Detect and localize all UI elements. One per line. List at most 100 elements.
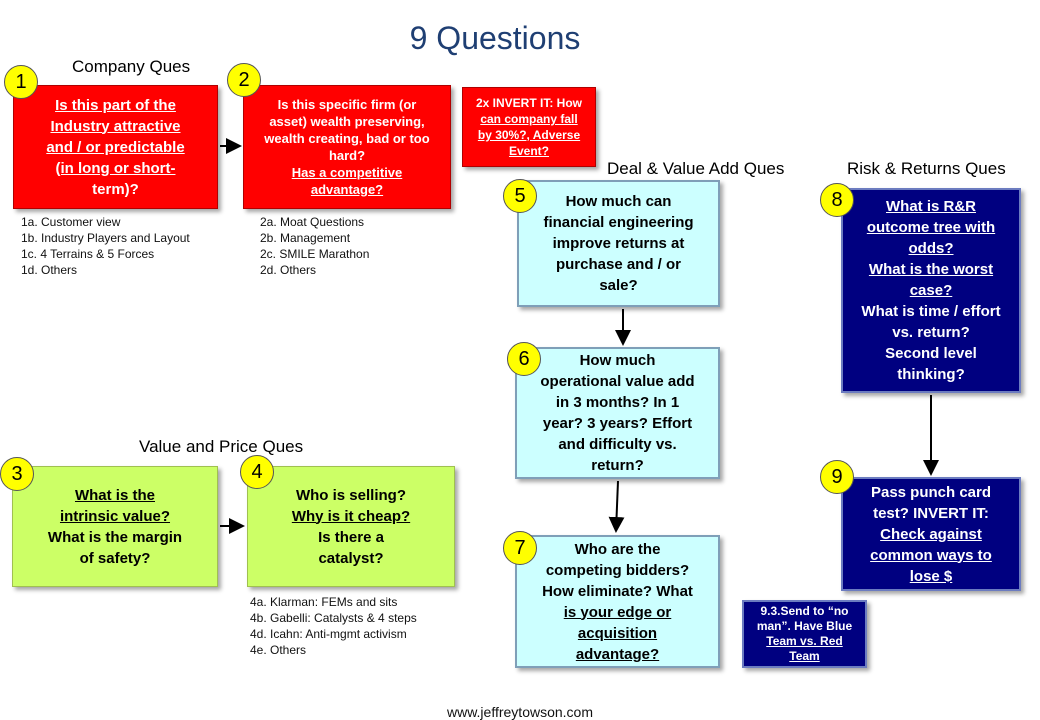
sublist-4-item: 4d. Icahn: Anti-mgmt activism bbox=[250, 627, 407, 641]
q5-line-1: How much can bbox=[565, 193, 672, 210]
question-5-box: How much can financial engineering impro… bbox=[517, 180, 720, 307]
badge-6: 6 bbox=[507, 342, 541, 376]
q7-line-4: is your edge or bbox=[563, 603, 672, 621]
sublist-1-item: 1d. Others bbox=[21, 263, 78, 277]
invert-line-2: can company fall bbox=[480, 112, 578, 126]
q2-line-4: hard? bbox=[328, 148, 366, 163]
q8-line-1: What is R&R bbox=[886, 198, 976, 215]
question-4-box: Who is selling? Why is it cheap? Is ther… bbox=[247, 466, 455, 587]
badge-7: 7 bbox=[503, 531, 537, 565]
badge-1: 1 bbox=[4, 65, 38, 99]
q1-line-4: (in long or short- bbox=[55, 159, 176, 177]
q6-line-6: return? bbox=[591, 457, 644, 474]
q4-line-2: Why is it cheap? bbox=[291, 507, 411, 525]
q8-line-9: thinking? bbox=[897, 366, 965, 383]
section-value-price-ques: Value and Price Ques bbox=[139, 437, 304, 456]
note93-line-1: 9.3.Send to “no bbox=[760, 604, 849, 618]
section-company-ques: Company Ques bbox=[72, 57, 191, 76]
q1-line-1: Is this part of the bbox=[55, 96, 176, 114]
question-2-box: Is this specific firm (or asset) wealth … bbox=[243, 85, 451, 209]
q3-line-4: of safety? bbox=[79, 549, 151, 567]
invert-line-1: 2x INVERT IT: How bbox=[475, 96, 582, 110]
arrow-6-to-7 bbox=[608, 480, 625, 533]
note93-line-4: Team bbox=[789, 649, 820, 663]
q2-line-6: advantage? bbox=[310, 182, 384, 197]
q7-line-3: How eliminate? What bbox=[542, 582, 693, 600]
q6-line-2: operational value add bbox=[540, 373, 695, 390]
footer-url: www.jeffreytowson.com bbox=[446, 704, 593, 720]
q5-line-3: improve returns at bbox=[552, 235, 685, 252]
sublist-4-item: 4a. Klarman: FEMs and sits bbox=[250, 595, 398, 609]
q9-line-1: Pass punch card bbox=[870, 483, 992, 501]
badge-9: 9 bbox=[820, 460, 854, 494]
sublist-2-item: 2d. Others bbox=[260, 263, 317, 277]
section-risk-ques: Risk & Returns Ques bbox=[847, 159, 1006, 178]
q3-line-1: What is the bbox=[74, 486, 155, 504]
q4-line-1: Who is selling? bbox=[295, 486, 406, 504]
question-1-box: Is this part of the Industry attractive … bbox=[13, 85, 218, 209]
invert-line-4: Event? bbox=[508, 144, 549, 158]
q9-line-4: common ways to bbox=[870, 546, 992, 564]
note93-line-2: man”. Have Blue bbox=[756, 619, 853, 633]
q8-line-5: case? bbox=[909, 282, 953, 299]
q5-line-2: financial engineering bbox=[543, 214, 694, 231]
q5-line-4: purchase and / or bbox=[555, 256, 682, 273]
q5-line-5: sale? bbox=[599, 277, 638, 294]
q9-line-5: lose $ bbox=[909, 567, 953, 585]
invert-line-3: by 30%?, Adverse bbox=[477, 128, 581, 142]
q6-line-3: in 3 months? In 1 bbox=[555, 394, 680, 411]
sublist-4-item: 4b. Gabelli: Catalysts & 4 steps bbox=[250, 611, 417, 625]
question-7-box: Who are the competing bidders? How elimi… bbox=[515, 535, 720, 668]
q4-line-3: Is there a bbox=[318, 528, 384, 546]
section-deal-ques: Deal & Value Add Ques bbox=[607, 159, 785, 178]
sublist-2-item: 2a. Moat Questions bbox=[260, 215, 365, 229]
q9-line-2: test? INVERT IT: bbox=[873, 504, 989, 522]
sublist-1: 1a. Customer view 1b. Industry Players a… bbox=[21, 214, 190, 278]
q2-line-1: Is this specific firm (or bbox=[277, 97, 417, 112]
q8-line-8: Second level bbox=[885, 345, 977, 362]
note-9-3-box: 9.3.Send to “no man”. Have Blue Team vs.… bbox=[742, 600, 867, 668]
note93-line-3: Team vs. Red bbox=[766, 634, 843, 648]
q8-line-3: odds? bbox=[908, 240, 954, 257]
q3-line-3: What is the margin bbox=[47, 528, 183, 546]
q9-line-3: Check against bbox=[880, 525, 982, 543]
q6-line-4: year? 3 years? Effort bbox=[542, 415, 693, 432]
q1-line-3: and / or predictable bbox=[46, 138, 185, 156]
sublist-1-item: 1c. 4 Terrains & 5 Forces bbox=[21, 247, 155, 261]
sublist-1-item: 1b. Industry Players and Layout bbox=[21, 231, 190, 245]
badge-5: 5 bbox=[503, 179, 537, 213]
q8-line-6: What is time / effort bbox=[861, 303, 1001, 320]
question-6-box: How much operational value add in 3 mont… bbox=[515, 347, 720, 479]
question-3-box: What is the intrinsic value? What is the… bbox=[12, 466, 218, 587]
badge-2: 2 bbox=[227, 63, 261, 97]
sublist-2-item: 2c. SMILE Marathon bbox=[260, 247, 370, 261]
q1-line-2: Industry attractive bbox=[50, 117, 181, 135]
invert-note-box: 2x INVERT IT: How can company fall by 30… bbox=[462, 87, 596, 167]
q6-line-5: and difficulty vs. bbox=[558, 436, 677, 453]
q2-line-5: Has a competitive bbox=[291, 165, 403, 180]
question-9-box: Pass punch card test? INVERT IT: Check a… bbox=[841, 477, 1021, 591]
badge-8: 8 bbox=[820, 183, 854, 217]
q7-line-6: advantage? bbox=[575, 645, 660, 663]
q8-line-2: outcome tree with bbox=[866, 219, 996, 236]
badge-4: 4 bbox=[240, 455, 274, 489]
q3-line-2: intrinsic value? bbox=[59, 507, 171, 525]
question-8-box: What is R&R outcome tree with odds? What… bbox=[841, 188, 1021, 393]
q1-line-5: term)? bbox=[92, 180, 139, 198]
q7-line-5: acquisition bbox=[577, 624, 658, 642]
q4-line-4: catalyst? bbox=[318, 549, 384, 567]
sublist-4: 4a. Klarman: FEMs and sits 4b. Gabelli: … bbox=[250, 594, 417, 658]
q6-line-1: How much bbox=[579, 352, 656, 369]
q7-line-1: Who are the bbox=[574, 540, 661, 558]
q2-line-2: asset) wealth preserving, bbox=[269, 114, 425, 129]
sublist-2-item: 2b. Management bbox=[260, 231, 351, 245]
page-title: 9 Questions bbox=[409, 20, 581, 56]
q2-line-3: wealth creating, bad or too bbox=[264, 131, 430, 146]
sublist-1-item: 1a. Customer view bbox=[21, 215, 121, 229]
sublist-2: 2a. Moat Questions 2b. Management 2c. SM… bbox=[260, 214, 369, 278]
badge-3: 3 bbox=[0, 457, 34, 491]
q8-line-4: What is the worst bbox=[868, 261, 994, 278]
q8-line-7: vs. return? bbox=[892, 324, 970, 341]
sublist-4-item: 4e. Others bbox=[250, 643, 307, 657]
